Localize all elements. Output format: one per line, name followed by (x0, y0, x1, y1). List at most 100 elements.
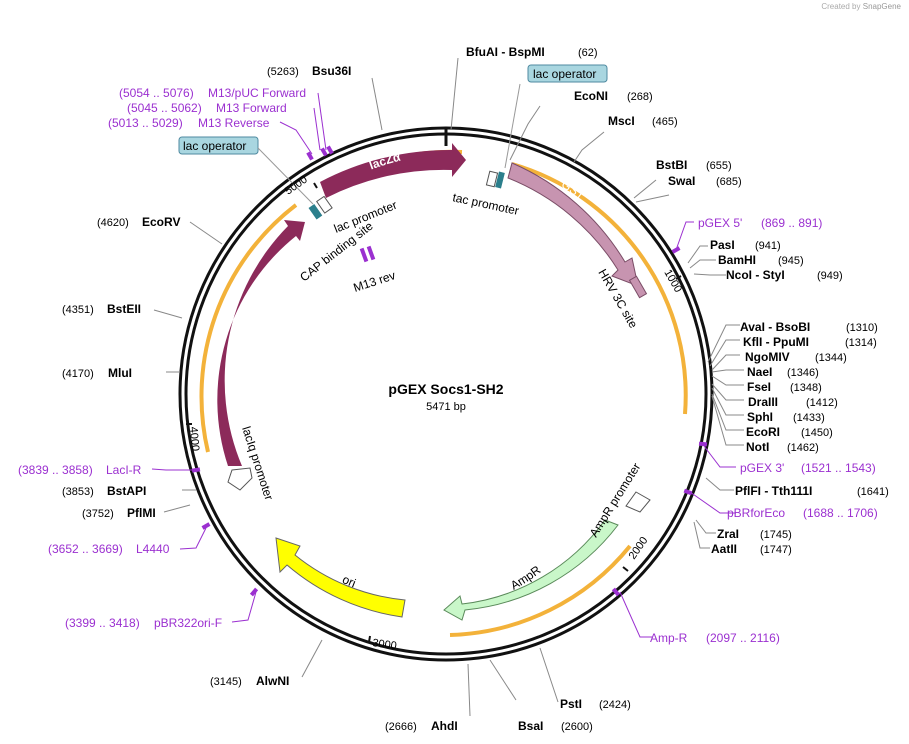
primer-range: (869 .. 891) (761, 216, 822, 230)
site-noti[interactable]: NotI (1462) (746, 440, 819, 454)
site-bamhi[interactable]: BamHI(945) (718, 253, 804, 267)
site-bstbi[interactable]: BstBI(655) (656, 158, 732, 172)
site-pflmi[interactable]: PflMI(3752) (82, 506, 156, 520)
primer-leaders (151, 92, 736, 638)
site-zrai[interactable]: ZraI(1745) (717, 527, 792, 541)
site-msci[interactable]: MscI(465) (608, 114, 678, 128)
site-mlui[interactable]: MluI(4170) (62, 366, 132, 380)
site-bsai[interactable]: BsaI(2600) (518, 719, 593, 733)
label-laci: lacI (238, 345, 254, 366)
feature-lacza[interactable] (320, 143, 466, 198)
feature-m13-rev-b[interactable] (366, 245, 376, 261)
site-pasi[interactable]: PasI(941) (710, 238, 781, 252)
orf-gst (511, 162, 688, 415)
primer-name: pGEX 3' (740, 461, 784, 475)
primer-name: pGEX 5' (698, 216, 742, 230)
site-swai[interactable]: SwaI(685) (668, 174, 742, 188)
site-name: SwaI (668, 174, 695, 188)
ruler-3000: 3000 (372, 637, 398, 652)
site-name: BstAPI (107, 484, 146, 498)
site-name: FseI (747, 380, 771, 394)
site-pos: (1641) (857, 486, 889, 498)
feature-tac-promoter-mark[interactable] (485, 170, 499, 188)
primer-range: (3399 .. 3418) (65, 616, 140, 630)
site-bfuai[interactable]: BfuAI - BspMI(62) (466, 45, 598, 59)
ruler-tick-5000 (313, 182, 318, 189)
lac-operator-callout-left[interactable]: lac operator (178, 136, 314, 205)
site-name: BstBI (656, 158, 687, 172)
credit-brand: SnapGene (862, 2, 901, 11)
label-ori: ori (340, 572, 358, 590)
feature-gst[interactable] (507, 162, 639, 287)
site-kfli[interactable]: KflI - PpuMI(1314) (743, 335, 877, 349)
feature-lac-promoter-mark[interactable] (316, 195, 333, 214)
site-alwni[interactable]: AlwNI (3145) (210, 674, 289, 688)
primer-pgex5[interactable]: pGEX 5' (869 .. 891) (698, 216, 822, 230)
site-name: AlwNI (256, 674, 289, 688)
site-pos: (3853) (62, 486, 94, 498)
site-ecorv[interactable]: EcoRV(4620) (97, 215, 180, 229)
feature-ampr[interactable] (443, 519, 619, 621)
primer-pgex3[interactable]: pGEX 3'(1521 .. 1543) (740, 461, 876, 475)
site-name: MluI (108, 366, 132, 380)
label-tac-promoter: tac promoter (451, 190, 520, 218)
site-aatii[interactable]: AatII(1747) (711, 542, 792, 556)
primer-name: M13/pUC Forward (208, 86, 306, 100)
site-fsei[interactable]: FseI (1348) (747, 380, 822, 394)
primer-l4440[interactable]: L4440(3652 .. 3669) (48, 542, 170, 556)
primer-name: M13 Reverse (198, 116, 270, 130)
primer-range: (3652 .. 3669) (48, 542, 123, 556)
site-pos: (3145) (210, 676, 242, 688)
lac-operator-callout-top[interactable]: lac operator (504, 64, 608, 169)
primer-laci-r[interactable]: LacI-R(3839 .. 3858) (18, 463, 142, 477)
site-ngomiv[interactable]: NgoMIV(1344) (745, 350, 847, 364)
site-bsteii[interactable]: BstEII(4351) (62, 302, 141, 316)
site-pos: (1450) (801, 427, 833, 439)
feature-hrv-box[interactable] (628, 275, 648, 299)
site-bsu36i[interactable]: Bsu36I(5263) (267, 64, 351, 78)
primer-name: pBR322ori-F (154, 616, 222, 630)
site-econi[interactable]: EcoNI(268) (574, 89, 653, 103)
site-pos: (1433) (793, 412, 825, 424)
snapgene-credit: Created by SnapGene (821, 2, 901, 11)
site-name: PflMI (127, 506, 156, 520)
site-ecori[interactable]: EcoRI(1450) (746, 425, 833, 439)
feature-ampr-promoter[interactable] (625, 491, 651, 513)
site-pos: (1348) (790, 382, 822, 394)
site-pos: (1462) (787, 442, 819, 454)
site-naei[interactable]: NaeI(1346) (747, 365, 819, 379)
primer-ampr[interactable]: Amp-R(2097 .. 2116) (650, 631, 780, 645)
primer-pbr322ori[interactable]: pBR322ori-F (3399 .. 3418) (65, 616, 222, 630)
feature-laciq-promoter[interactable] (227, 467, 253, 491)
primer-m13-forward[interactable]: M13 Forward(5045 .. 5062) (127, 101, 287, 115)
primer-name: pBRforEco (727, 506, 785, 520)
site-name: NotI (746, 440, 769, 454)
site-pos: (2424) (599, 699, 631, 711)
site-ncoi[interactable]: NcoI - StyI(949) (726, 268, 843, 282)
site-avai[interactable]: AvaI - BsoBI(1310) (740, 320, 878, 334)
primer-range: (5013 .. 5029) (108, 116, 183, 130)
site-bstapi[interactable]: BstAPI (3853) (62, 484, 146, 498)
primer-m13-puc-forward[interactable]: M13/pUC Forward(5054 .. 5076) (119, 86, 306, 100)
ruler-tick-1000 (675, 275, 682, 280)
feature-m13-rev-a[interactable] (359, 247, 369, 263)
plasmid-length: 5471 bp (426, 401, 466, 413)
site-psti[interactable]: PstI(2424) (560, 697, 631, 711)
feature-laci[interactable] (217, 220, 305, 466)
site-pflfi[interactable]: PflFI - Tth111I(1641) (735, 484, 889, 498)
label-laciq-promoter: lacIq promoter (239, 425, 276, 502)
site-name: AvaI - BsoBI (740, 320, 810, 334)
feature-lac-operator-top[interactable] (495, 171, 505, 189)
site-name: DraIII (748, 395, 778, 409)
feature-lac-operator-left[interactable] (308, 203, 323, 220)
site-name: NcoI - StyI (726, 268, 785, 282)
primer-m13-reverse[interactable]: M13 Reverse (5013 .. 5029) (108, 116, 270, 130)
site-draiii[interactable]: DraIII(1412) (748, 395, 838, 409)
site-sphi[interactable]: SphI(1433) (747, 410, 825, 424)
site-ahdi[interactable]: AhdI(2666) (385, 719, 458, 733)
site-name: AatII (711, 542, 737, 556)
ruler-tick-3000 (368, 635, 371, 643)
feature-ori[interactable] (275, 537, 406, 618)
primer-pbrforeco[interactable]: pBRforEco(1688 .. 1706) (727, 506, 878, 520)
